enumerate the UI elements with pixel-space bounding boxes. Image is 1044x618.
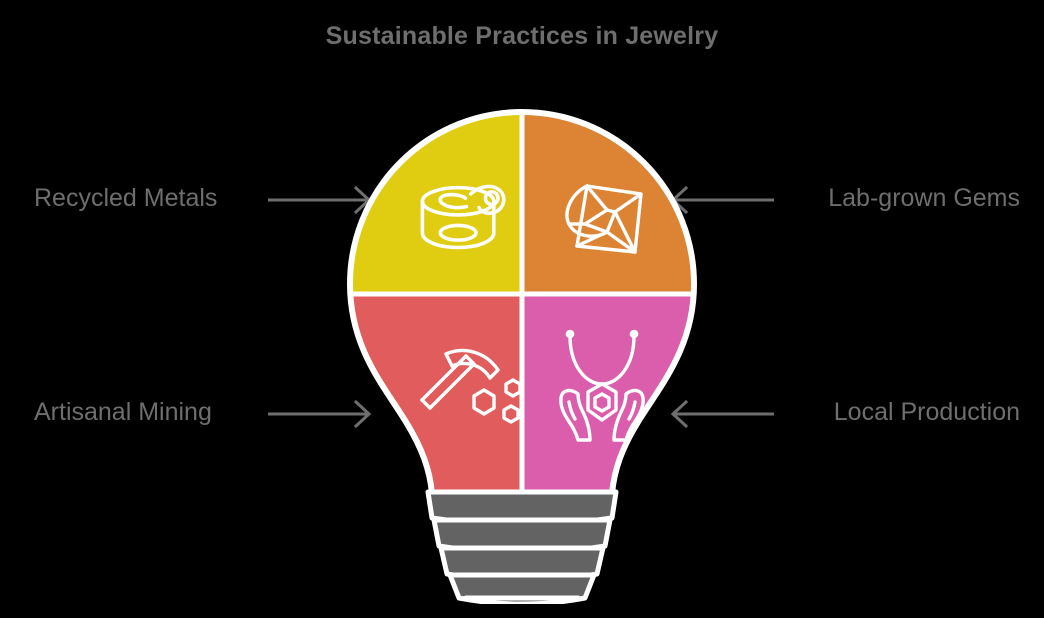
label-local-production: Local Production: [833, 398, 1020, 426]
tin-can-icon: [420, 184, 506, 250]
gem-icon: [565, 184, 643, 254]
bulb-screw-base: [425, 489, 619, 607]
lightbulb-diagram: [342, 104, 702, 607]
page-title: Sustainable Practices in Jewelry: [325, 22, 719, 50]
pickaxe-ore-icon: [420, 348, 522, 424]
segment-dividers: [350, 112, 694, 494]
arrow-right-artisanal-mining: [268, 399, 372, 429]
label-recycled-metals: Recycled Metals: [34, 184, 218, 212]
label-artisanal-mining: Artisanal Mining: [34, 398, 212, 426]
lightbulb-svg: [342, 104, 702, 607]
screw-tip: [463, 595, 581, 607]
arrow-left-local-production: [670, 399, 774, 429]
necklace-in-hands-icon: [559, 329, 645, 442]
label-lab-grown-gems: Lab-grown Gems: [828, 184, 1020, 212]
